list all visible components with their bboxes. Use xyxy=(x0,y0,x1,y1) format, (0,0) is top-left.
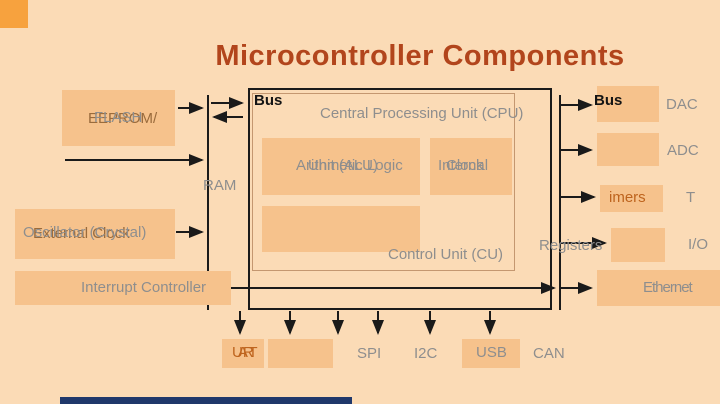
clock-label-b: Clock xyxy=(446,157,484,174)
oscillator-label-b: Oscillator (Crystal) xyxy=(23,224,147,241)
uart-label: UART xyxy=(232,344,257,361)
spi-label: SPI xyxy=(357,345,382,362)
usb-label: USB xyxy=(476,344,507,361)
accent-square xyxy=(0,0,28,28)
alu-label-b: Unit (ALU) xyxy=(308,157,379,174)
registers-label: Registers xyxy=(539,237,603,254)
usb-box: USB xyxy=(462,339,520,368)
alu-box: Arithmetic Logic Unit (ALU) xyxy=(262,138,420,195)
uart-box: UART xyxy=(222,339,264,368)
diagram-title: Microcontroller Components xyxy=(215,40,625,72)
clock-label-a: Internal xyxy=(438,157,489,174)
timers-label: T xyxy=(686,189,696,206)
timers-box: imers xyxy=(600,185,663,212)
memory-label-a: EEPROM/ xyxy=(88,110,158,127)
expansion-box xyxy=(268,339,333,368)
bottom-bar xyxy=(60,397,352,404)
io-box xyxy=(611,228,665,262)
cpu-title: Central Processing Unit (CPU) xyxy=(320,105,524,122)
oscillator-label-a: External Clock xyxy=(33,225,130,242)
bus-label-left: Bus xyxy=(254,92,283,109)
dac-label: DAC xyxy=(666,96,698,113)
memory-box: EEPROM/ FLASH xyxy=(62,90,175,146)
i2c-label: I2C xyxy=(414,345,438,362)
alu-label-a: Arithmetic Logic xyxy=(296,157,403,174)
bus-label-right: Bus xyxy=(594,92,623,109)
adc-label: ADC xyxy=(667,142,699,159)
interrupt-box: Interrupt Controller xyxy=(15,271,231,305)
can-label: CAN xyxy=(533,345,565,362)
io-label: I/O xyxy=(688,236,709,253)
memory-label-b: FLASH xyxy=(94,109,143,126)
control-unit-label: Control Unit (CU) xyxy=(388,246,504,263)
ethernet-label: Ethernet xyxy=(643,279,693,296)
cpu-box xyxy=(248,88,552,310)
ram-label: RAM xyxy=(203,177,237,194)
interrupt-label: Interrupt Controller xyxy=(81,279,207,296)
clock-box: Internal Clock xyxy=(430,138,512,195)
cpu-sub-box xyxy=(262,206,420,252)
ethernet-box: Ethernet xyxy=(597,270,720,306)
oscillator-box: External Clock Oscillator (Crystal) xyxy=(15,209,175,259)
dac-box xyxy=(597,86,659,122)
adc-box xyxy=(597,133,659,166)
timers-box-label: imers xyxy=(609,189,646,206)
cpu-inner-box xyxy=(252,93,515,271)
